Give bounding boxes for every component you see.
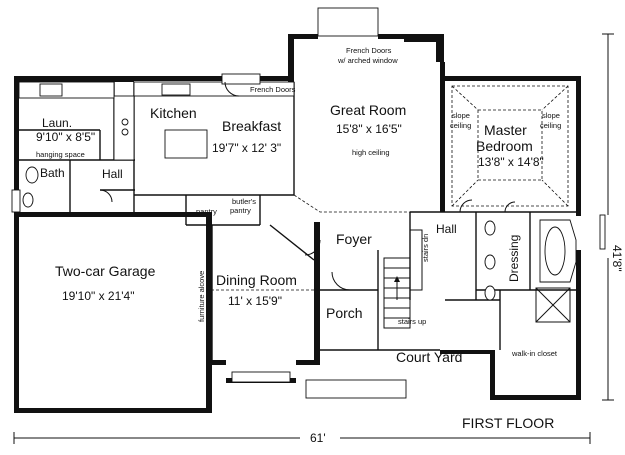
french-doors-kitchen: French Doors xyxy=(250,85,296,94)
exterior-walls xyxy=(14,34,581,413)
slope-right2: ceiling xyxy=(540,121,561,130)
breakfast-name: Breakfast xyxy=(222,118,281,134)
dashed-lines xyxy=(206,85,569,291)
butlers-pantry-name2: pantry xyxy=(230,206,251,215)
fixtures xyxy=(11,7,606,399)
plan-title: FIRST FLOOR xyxy=(462,415,554,431)
court-yard-name: Court Yard xyxy=(396,349,462,365)
great-room-size: 15'8" x 16'5" xyxy=(336,122,402,136)
garage-name: Two-car Garage xyxy=(55,263,156,279)
dimension-lines xyxy=(13,33,614,444)
toilet xyxy=(22,192,34,208)
stairs-dn-label: stairs dn xyxy=(421,234,430,262)
butlers-pantry-name: butler's xyxy=(232,197,256,206)
laundry-size: 9'10" x 8'5" xyxy=(36,130,95,144)
bath-name: Bath xyxy=(40,166,65,180)
french-doors-great: French Doors xyxy=(346,46,392,55)
breakfast-size: 19'7" x 12' 3" xyxy=(212,141,281,155)
slope-right: slope xyxy=(542,111,560,120)
great-room-name: Great Room xyxy=(330,102,406,118)
walk-in-closet-name: walk-in closet xyxy=(511,349,558,358)
pantry-name: pantry xyxy=(196,207,217,216)
arched-window: w/ arched window xyxy=(337,56,398,65)
master-name: Master xyxy=(484,122,527,138)
room-labels: Laun. 9'10" x 8'5" hanging space Kitchen… xyxy=(36,46,561,365)
slope-left: slope xyxy=(452,111,470,120)
laundry-name: Laun. xyxy=(42,116,72,130)
great-room-note: high ceiling xyxy=(352,148,390,157)
stairs xyxy=(383,229,423,329)
laundry-note: hanging space xyxy=(36,150,85,159)
dining-note: furniture alcove xyxy=(197,271,206,322)
porch-name: Porch xyxy=(326,305,363,321)
bath-sink xyxy=(25,166,39,184)
depth-dimension: 41'8" xyxy=(610,245,624,272)
plan-labels: FIRST FLOOR 61' 41'8" xyxy=(310,245,624,445)
hall-right-name: Hall xyxy=(436,222,457,236)
kitchen-name: Kitchen xyxy=(150,105,197,121)
dining-name: Dining Room xyxy=(216,272,297,288)
hall-left-name: Hall xyxy=(102,167,123,181)
dining-size: 11' x 15'9" xyxy=(228,294,282,308)
width-dimension: 61' xyxy=(310,431,326,445)
stairs-up-label: stairs up xyxy=(398,317,426,326)
master-name2: Bedroom xyxy=(476,138,533,154)
kitchen-sink xyxy=(161,83,191,96)
kitchen-island xyxy=(164,129,208,159)
dressing-name: Dressing xyxy=(507,235,521,282)
master-size: 13'8" x 14'8" xyxy=(478,155,544,169)
slope-left2: ceiling xyxy=(450,121,471,130)
garage-size: 19'10" x 21'4" xyxy=(62,289,135,303)
foyer-name: Foyer xyxy=(336,231,372,247)
